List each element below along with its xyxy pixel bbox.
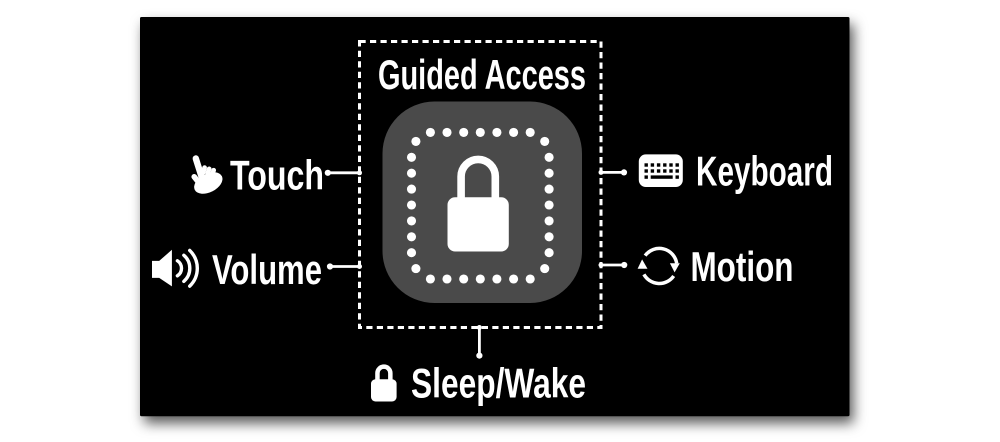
svg-text:Volume: Volume — [212, 246, 322, 293]
svg-text:Guided Access: Guided Access — [378, 51, 586, 98]
svg-text:Keyboard: Keyboard — [696, 147, 833, 194]
svg-text:Motion: Motion — [691, 243, 794, 290]
svg-text:Sleep/Wake: Sleep/Wake — [411, 360, 586, 407]
svg-text:Touch: Touch — [230, 151, 324, 198]
